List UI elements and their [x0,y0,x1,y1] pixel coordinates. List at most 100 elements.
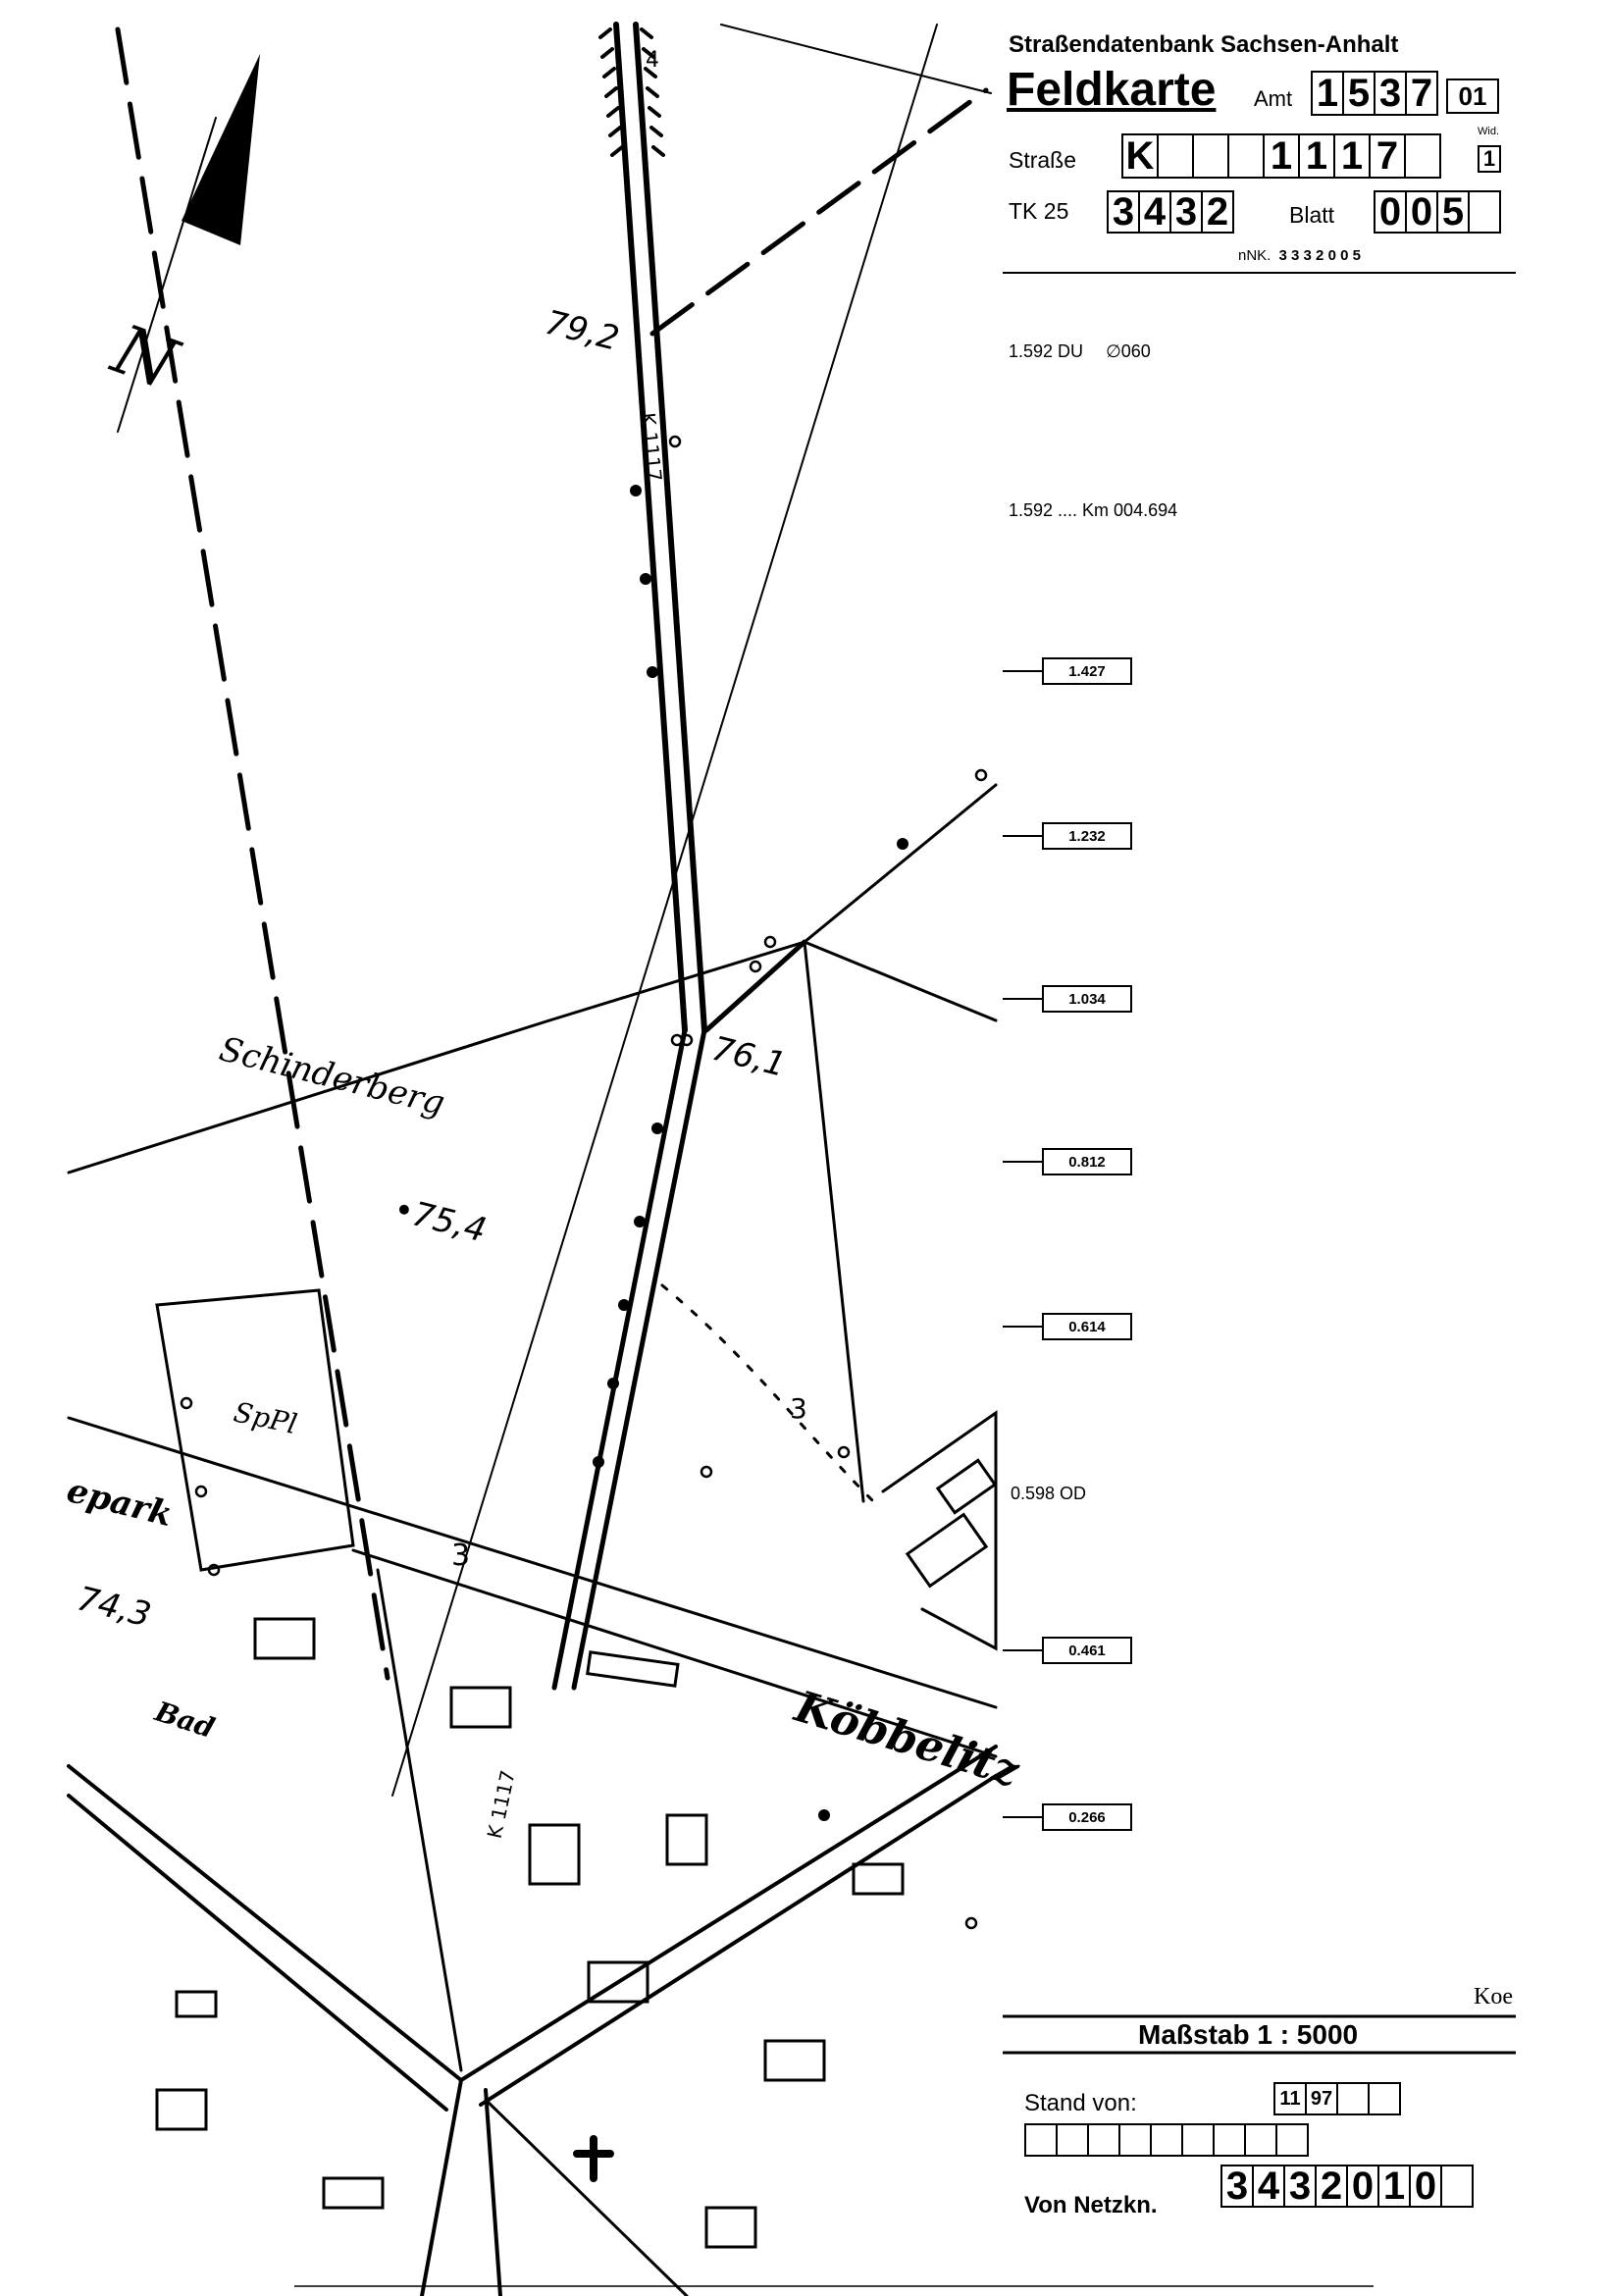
place-bad: Bad [150,1695,219,1745]
km-marker-tick [1003,998,1042,1000]
road-k1117-west-edge [613,22,688,1033]
blatt-digit-box-2: 0 [1405,190,1438,234]
church-cross-icon [573,2135,614,2182]
netz-digit-box-7: 0 [1409,2165,1442,2208]
building [905,1512,989,1589]
boundary-dashed-ne [649,87,989,337]
elevation-79-2: 79,2 [542,303,623,359]
km-marker-4: 0.812 [1042,1148,1132,1175]
netz-label: Von Netzkn. [1024,2192,1158,2218]
place-sppl: SpPl [231,1395,299,1440]
building [175,1990,218,2018]
building-block [881,1410,998,1651]
wid-box-1: 1 [1478,145,1501,173]
building [322,2176,385,2210]
stand-value-box-4 [1368,2082,1401,2115]
km-marker-tick [1003,835,1042,837]
place-park: epark [63,1471,176,1535]
od-note: 0.598 OD [1011,1484,1087,1503]
netz-digit-box-2: 4 [1252,2165,1285,2208]
stand-value-box-2: 97 [1305,2082,1338,2115]
strasse-char-box-1: K [1121,133,1159,179]
road-label-k1117-south: K 1117 [483,1768,520,1841]
building [763,2039,826,2082]
tk-digit-box-3: 3 [1169,190,1203,234]
stand-boxes-row2 [1024,2123,1309,2157]
stand-empty-box-1 [1024,2123,1058,2157]
strasse-label: Straße [1009,147,1077,173]
netz-digit-box-3: 3 [1283,2165,1317,2208]
amt-digit-box-2: 5 [1342,71,1375,116]
building [587,1960,649,2004]
sports-field [155,1288,355,1572]
street-s [420,2078,463,2296]
amt-digit-box-4: 7 [1405,71,1438,116]
km-note: 1.592 .... Km 004.694 [1009,500,1178,520]
strasse-char-box-9 [1404,133,1441,179]
km-marker-tick [1003,1816,1042,1818]
stand-empty-box-7 [1213,2123,1246,2157]
blatt-digit-box-1: 0 [1374,190,1407,234]
street-kobbelitz-2 [351,1548,998,1758]
strasse-char-box-4 [1227,133,1265,179]
building [665,1813,708,1866]
stand-empty-box-9 [1275,2123,1309,2157]
netz-digit-box-8 [1440,2165,1474,2208]
blatt-digit-box-3: 5 [1436,190,1470,234]
north-label: N [101,308,189,406]
strasse-char-box-5: 1 [1263,133,1300,179]
path-south [803,940,865,1503]
stand-value-box-1: 11 [1273,2082,1307,2115]
netz-digit-box-4: 2 [1315,2165,1348,2208]
netz-digit-box-1: 3 [1220,2165,1254,2208]
km-marker-tick [1003,1649,1042,1651]
label-three-a: 3 [451,1539,470,1573]
path-schinderberg [67,783,998,1174]
km-marker-2: 1.232 [1042,822,1132,850]
road-k1117-south-e [571,1027,707,1691]
building [852,1862,905,1896]
km-marker-tick [1003,670,1042,672]
strasse-char-box-6: 1 [1298,133,1335,179]
path-east [803,940,998,1022]
road-k1117-south-w [551,1027,688,1691]
koe-label: Koe [1474,1984,1513,2009]
amt-suffix-box-1: 01 [1446,78,1499,114]
building [935,1458,998,1515]
elevation-74-3: 74,3 [74,1579,155,1635]
km-marker-1: 1.427 [1042,657,1132,685]
scale-label: Maßstab 1 : 5000 [1138,2019,1359,2050]
wid-box: 1 [1478,145,1501,173]
card-title: Feldkarte [1007,64,1217,116]
place-koebbelitz: Köbbelitz [788,1681,1025,1797]
tk-label: TK 25 [1009,198,1069,224]
strasse-char-box-3 [1192,133,1229,179]
stand-empty-box-5 [1150,2123,1183,2157]
km-marker-6: 0.461 [1042,1637,1132,1664]
label-four: 4 [646,48,659,73]
street-kobbelitz [67,1416,998,1709]
blatt-digit-box-4 [1468,190,1501,234]
thin-line-diagonal [391,24,938,1797]
elevation-75-4: •75,4 [389,1190,491,1251]
stand-label: Stand von: [1024,2090,1137,2116]
km-marker-tick [1003,1326,1042,1328]
nnk-value: 3 3 3 2 0 0 5 [1278,247,1361,264]
street-se-2 [479,1774,998,2107]
north-arrow-shaft [117,117,217,433]
label-three-b: 3 [790,1392,807,1425]
amt-digit-box-3: 3 [1374,71,1407,116]
stand-value-box-3 [1336,2082,1370,2115]
road-k1117-east-edge [633,22,707,1033]
road-into-village [376,1568,463,2072]
amt-label: Amt [1254,86,1293,111]
path-junction [703,939,807,1033]
building [586,1650,680,1688]
street-sw [67,1764,463,2082]
stand-empty-box-4 [1118,2123,1152,2157]
